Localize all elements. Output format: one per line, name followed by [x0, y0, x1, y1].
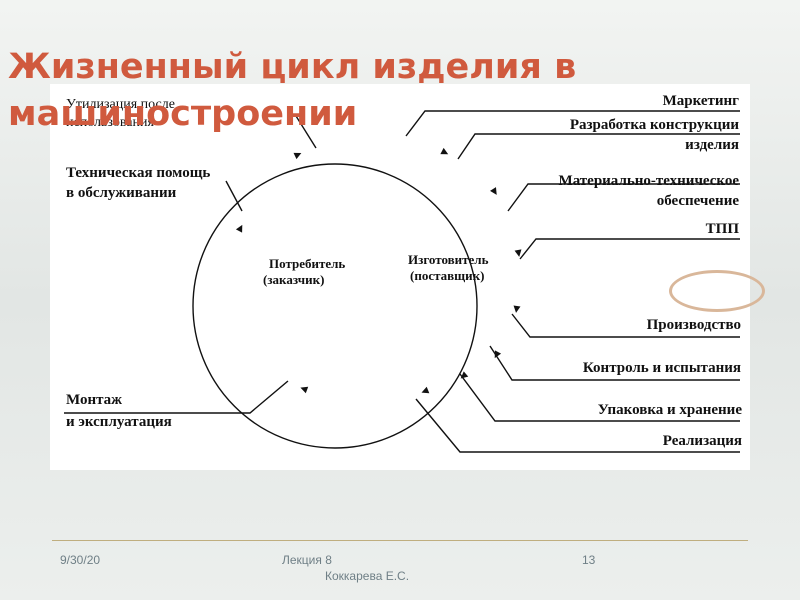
footer-author: Коккарева Е.С. [325, 569, 410, 583]
cycle-arrow [440, 147, 449, 155]
cycle-arrow [293, 152, 302, 160]
stage-supply-line2: обеспечение [657, 193, 740, 209]
consumer-sublabel: (заказчик) [263, 272, 324, 287]
stage-tech-help-line2: в обслуживании [66, 185, 177, 201]
footer-page-number: 13 [582, 553, 596, 567]
stage-mounting: Монтаж [66, 392, 122, 408]
manufacturer-label: Изготовитель [408, 252, 489, 267]
footer-lecture: Лекция 8 [282, 553, 332, 567]
leader-lines-left [64, 115, 317, 414]
highlight-oval [669, 270, 765, 312]
stage-supply: Материально-техническое [559, 173, 740, 189]
consumer-label: Потребитель [269, 256, 345, 271]
footer-divider [52, 540, 748, 541]
stage-sales: Реализация [663, 433, 742, 449]
stage-tpp: ТПП [706, 221, 740, 237]
cycle-arrow [421, 386, 430, 394]
stage-design-line2: изделия [685, 137, 739, 153]
stage-disposal-line2: использования [66, 115, 154, 130]
stage-packing: Упаковка и хранение [598, 402, 743, 418]
cycle-arrow [300, 386, 309, 394]
stage-tech-help: Техническая помощь [66, 165, 210, 181]
stage-production: Производство [647, 317, 741, 333]
stage-design: Разработка конструкции [570, 117, 740, 133]
life-cycle-diagram: Потребитель (заказчик) Изготовитель (пос… [64, 93, 743, 453]
stage-marketing: Маркетинг [663, 93, 740, 109]
cycle-arrow [235, 224, 243, 233]
diagram-panel: Потребитель (заказчик) Изготовитель (пос… [50, 84, 750, 470]
footer-date: 9/30/20 [60, 553, 101, 567]
manufacturer-sublabel: (поставщик) [410, 268, 484, 283]
cycle-arrow [514, 249, 522, 257]
stage-mounting-line2: и эксплуатация [66, 414, 172, 430]
leader-lines-right [405, 110, 740, 453]
cycle-arrow [490, 187, 497, 195]
cycle-circle [192, 163, 478, 449]
cycle-arrow [513, 305, 521, 313]
stage-control: Контроль и испытания [583, 360, 741, 376]
slide-title: Жизненный цикл изделия в машиностроении [8, 47, 577, 134]
stage-disposal: Утилизация после [66, 97, 175, 112]
